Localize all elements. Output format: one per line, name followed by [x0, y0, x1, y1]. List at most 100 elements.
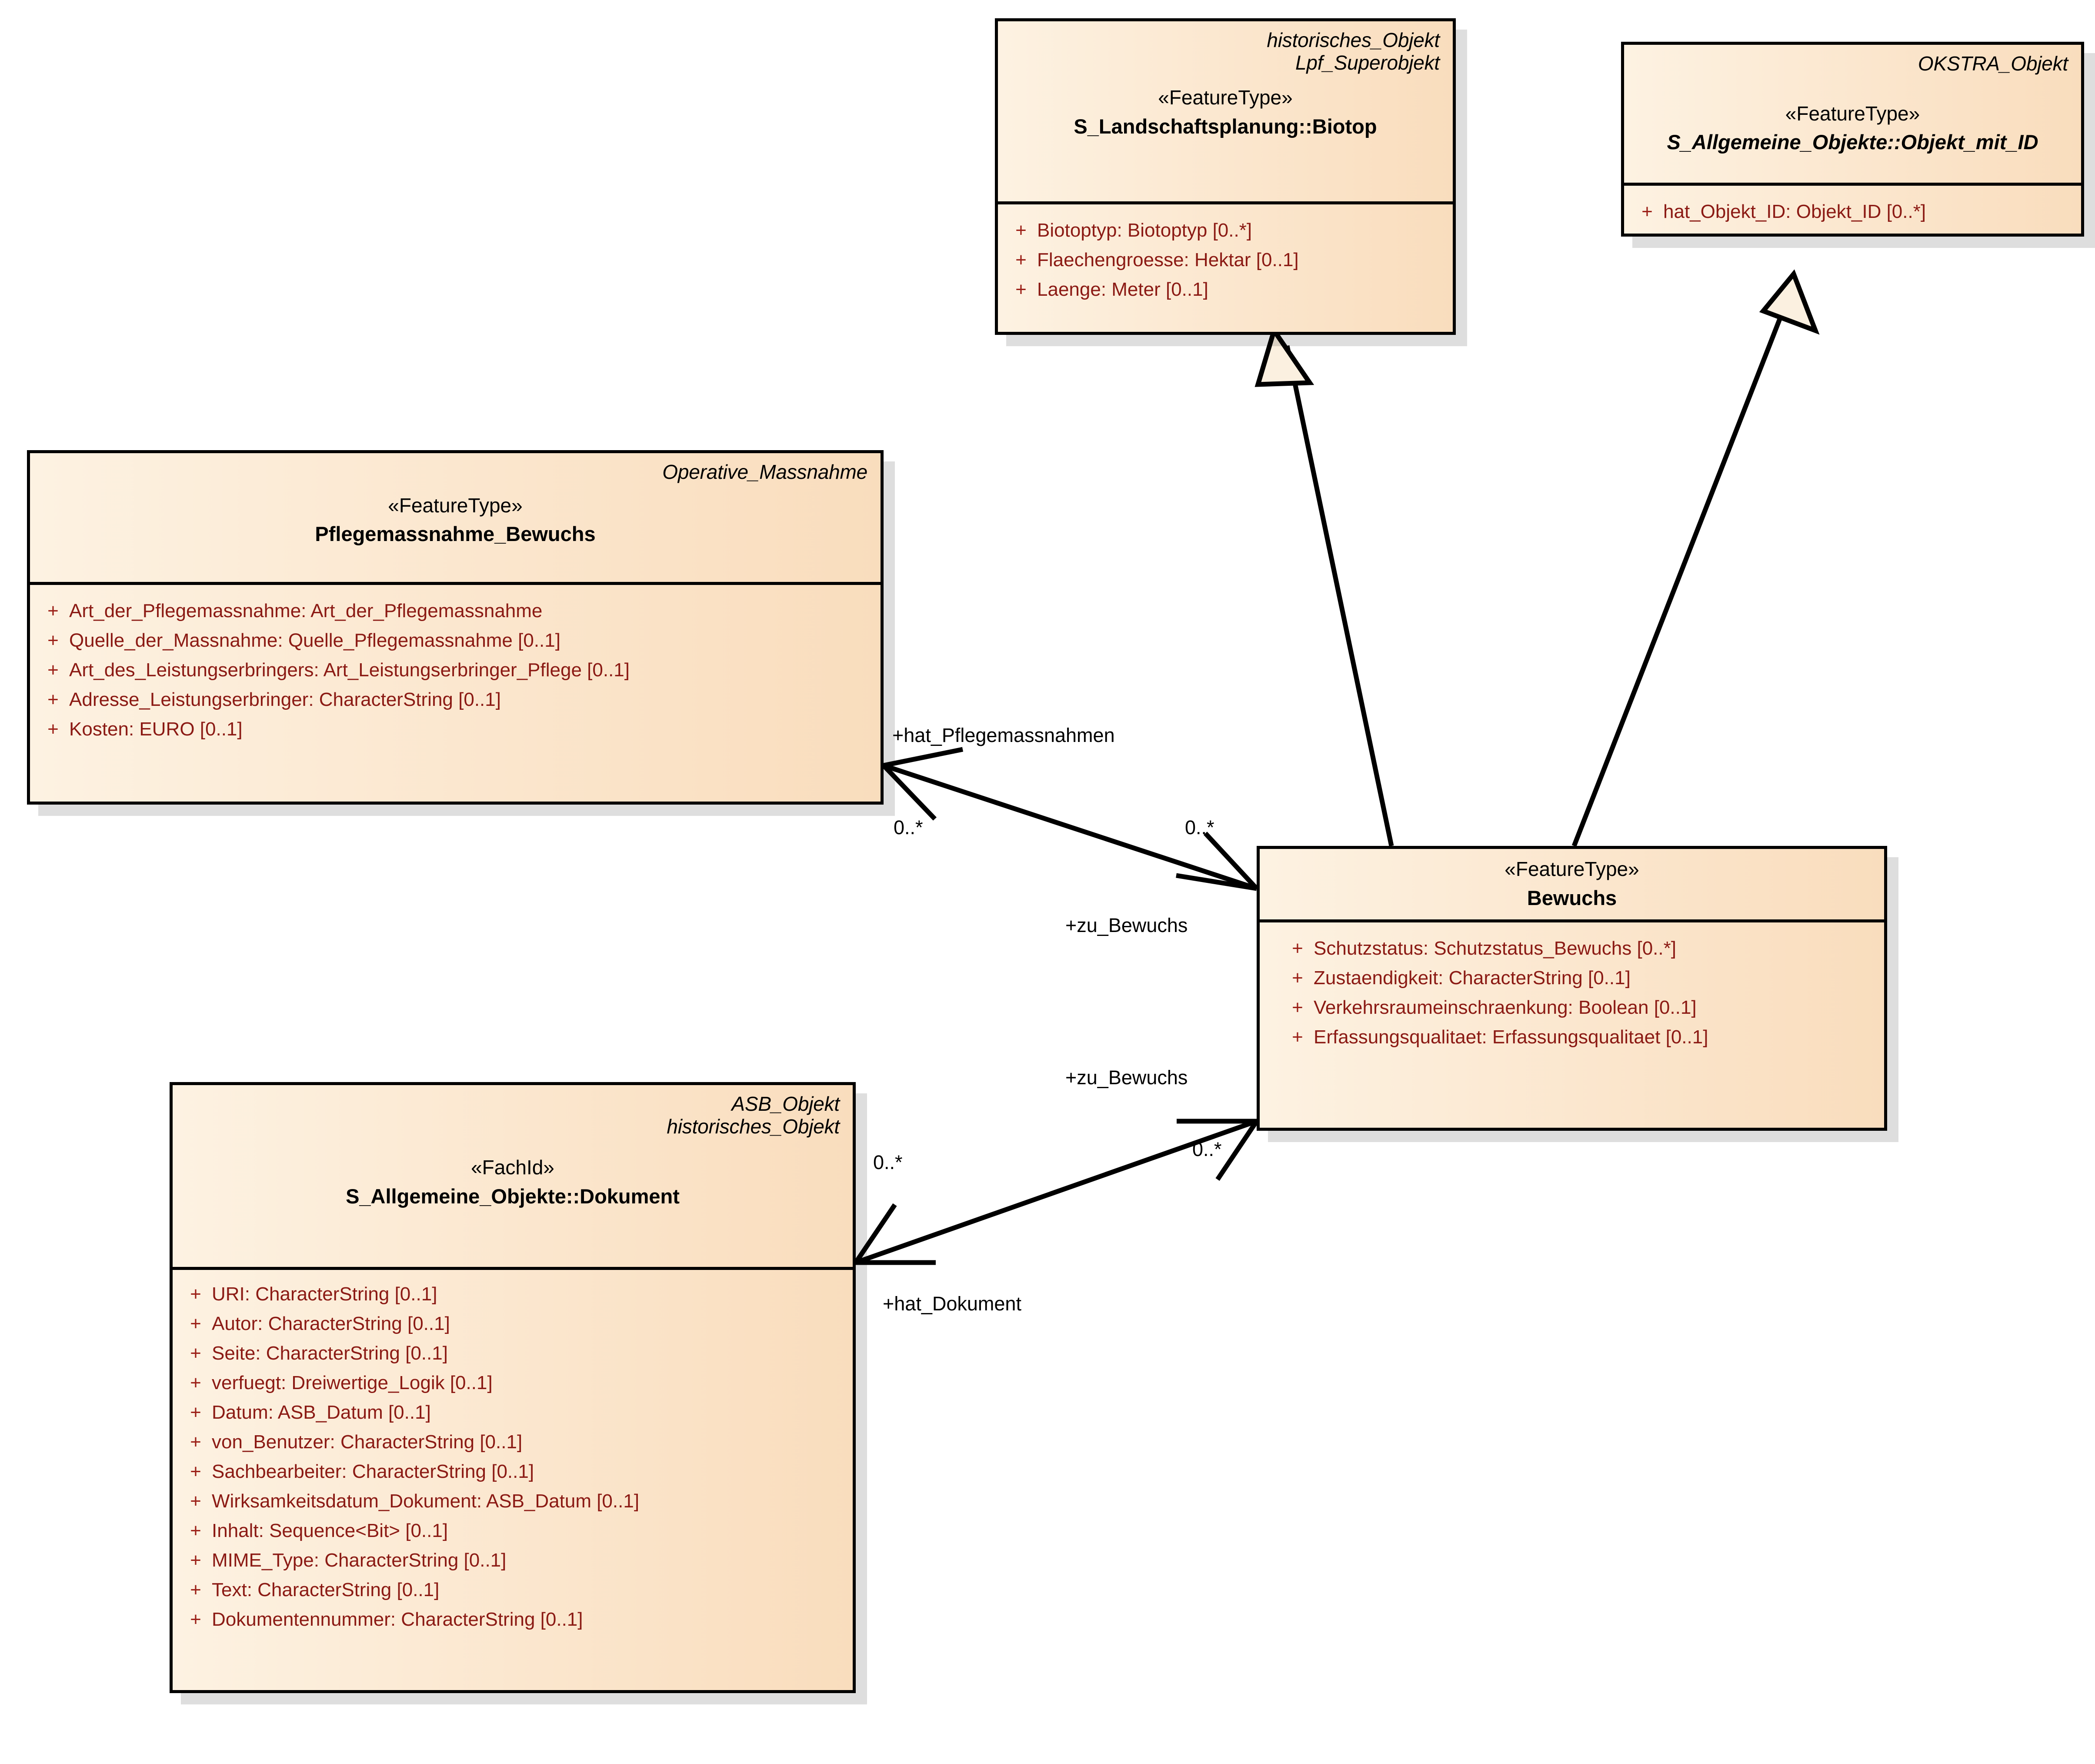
attribute-compartment-pflegemassnahme: + Art_der_Pflegemassnahme: Art_der_Pfleg… [30, 582, 881, 802]
attribute-row[interactable]: + von_Benutzer: CharacterString [0..1] [180, 1427, 846, 1457]
attribute-row[interactable]: + Quelle_der_Massnahme: Quelle_Pflegemas… [37, 626, 874, 655]
visibility-marker: + [1292, 967, 1303, 989]
attribute-label: Art_des_Leistungserbringers: Art_Leistun… [69, 659, 630, 681]
class-box-dokument[interactable]: ASB_Objekt historisches_Objekt «FachId» … [170, 1082, 856, 1693]
class-title-block-objekt-mit-id: «FeatureType» S_Allgemeine_Objekte::Obje… [1637, 101, 2068, 156]
attribute-row[interactable]: + Art_des_Leistungserbringers: Art_Leist… [37, 655, 874, 685]
generalization-bewuchs-to-objekt-mit-id[interactable] [1571, 269, 1820, 847]
tagged-values-biotop: historisches_Objekt Lpf_Superobjekt [1011, 29, 1440, 74]
tagged-values-objekt-mit-id: OKSTRA_Objekt [1637, 52, 2068, 75]
attribute-label: Laenge: Meter [0..1] [1037, 279, 1208, 300]
attribute-row[interactable]: + Art_der_Pflegemassnahme: Art_der_Pfleg… [37, 596, 874, 626]
visibility-marker: + [1015, 220, 1027, 241]
visibility-marker: + [190, 1343, 201, 1364]
attribute-label: von_Benutzer: CharacterString [0..1] [212, 1431, 523, 1453]
attribute-label: Autor: CharacterString [0..1] [212, 1313, 450, 1334]
attribute-row[interactable]: + Autor: CharacterString [0..1] [180, 1309, 846, 1339]
attribute-label: Kosten: EURO [0..1] [69, 718, 243, 740]
attribute-row[interactable]: + Biotoptyp: Biotoptyp [0..*] [1005, 216, 1446, 245]
attribute-label: Erfassungsqualitaet: Erfassungsqualitaet… [1314, 1026, 1708, 1048]
class-name-label: S_Allgemeine_Objekte::Dokument [346, 1184, 680, 1208]
visibility-marker: + [1292, 938, 1303, 959]
generalization-bewuchs-to-biotop[interactable] [1254, 325, 1394, 847]
attribute-label: verfuegt: Dreiwertige_Logik [0..1] [212, 1372, 493, 1393]
class-title-block-dokument: «FachId» S_Allgemeine_Objekte::Dokument [186, 1155, 840, 1209]
role-label-zu-bewuchs-pflege: +zu_Bewuchs [1065, 914, 1188, 936]
multiplicity-bewuchs-end-pflege: 0..* [1185, 816, 1214, 839]
attribute-label: Flaechengroesse: Hektar [0..1] [1037, 249, 1299, 271]
tagged-values-dokument: ASB_Objekt historisches_Objekt [186, 1092, 840, 1138]
attribute-row[interactable]: + Inhalt: Sequence<Bit> [0..1] [180, 1516, 846, 1546]
class-box-bewuchs[interactable]: «FeatureType» Bewuchs + Schutzstatus: Sc… [1257, 846, 1887, 1131]
attribute-label: Biotoptyp: Biotoptyp [0..*] [1037, 220, 1252, 241]
attribute-compartment-bewuchs: + Schutzstatus: Schutzstatus_Bewuchs [0.… [1260, 919, 1884, 1128]
tag-okstra-objekt: OKSTRA_Objekt [1918, 52, 2068, 75]
class-header-pflegemassnahme: Operative_Massnahme «FeatureType» Pflege… [30, 453, 881, 582]
visibility-marker: + [1015, 279, 1027, 300]
attribute-row[interactable]: + verfuegt: Dreiwertige_Logik [0..1] [180, 1368, 846, 1398]
attribute-row[interactable]: + Dokumentennummer: CharacterString [0..… [180, 1605, 846, 1634]
attribute-label: Art_der_Pflegemassnahme: Art_der_Pflegem… [69, 600, 543, 621]
tag-lpf-superobjekt: Lpf_Superobjekt [1295, 51, 1440, 74]
visibility-marker: + [1015, 249, 1027, 271]
visibility-marker: + [47, 659, 59, 681]
attribute-row[interactable]: + Adresse_Leistungserbringer: CharacterS… [37, 685, 874, 715]
class-title-block-pflegemassnahme: «FeatureType» Pflegemassnahme_Bewuchs [43, 493, 867, 548]
class-box-biotop[interactable]: historisches_Objekt Lpf_Superobjekt «Fea… [995, 18, 1456, 335]
role-label-hat-dokument: +hat_Dokument [883, 1293, 1021, 1315]
attribute-row[interactable]: + Schutzstatus: Schutzstatus_Bewuchs [0.… [1281, 934, 1877, 963]
attribute-label: Quelle_der_Massnahme: Quelle_Pflegemassn… [69, 630, 560, 651]
visibility-marker: + [190, 1431, 201, 1453]
attribute-row[interactable]: + Laenge: Meter [0..1] [1005, 275, 1446, 304]
attribute-row[interactable]: + Wirksamkeitsdatum_Dokument: ASB_Datum … [180, 1487, 846, 1516]
attribute-label: URI: CharacterString [0..1] [212, 1283, 437, 1305]
stereotype-label: «FeatureType» [1785, 102, 1920, 125]
multiplicity-dokument-end: 0..* [873, 1151, 903, 1173]
stereotype-label: «FeatureType» [388, 494, 523, 517]
attribute-compartment-objekt-mit-id: + hat_Objekt_ID: Objekt_ID [0..*] [1624, 183, 2081, 234]
class-box-objekt-mit-id[interactable]: OKSTRA_Objekt «FeatureType» S_Allgemeine… [1621, 42, 2084, 237]
visibility-marker: + [1292, 997, 1303, 1018]
visibility-marker: + [47, 600, 59, 621]
role-label-zu-bewuchs-dokument: +zu_Bewuchs [1065, 1066, 1188, 1089]
class-box-pflegemassnahme-bewuchs[interactable]: Operative_Massnahme «FeatureType» Pflege… [27, 450, 884, 805]
attribute-row[interactable]: + Zustaendigkeit: CharacterString [0..1] [1281, 963, 1877, 993]
tag-operative-massnahme: Operative_Massnahme [662, 461, 867, 483]
attribute-row[interactable]: + hat_Objekt_ID: Objekt_ID [0..*] [1631, 197, 2074, 227]
attribute-row[interactable]: + MIME_Type: CharacterString [0..1] [180, 1546, 846, 1575]
attribute-label: Seite: CharacterString [0..1] [212, 1343, 448, 1364]
visibility-marker: + [190, 1313, 201, 1334]
attribute-row[interactable]: + Kosten: EURO [0..1] [37, 715, 874, 744]
attribute-row[interactable]: + Erfassungsqualitaet: Erfassungsqualita… [1281, 1022, 1877, 1052]
class-header-bewuchs: «FeatureType» Bewuchs [1260, 849, 1884, 919]
tag-historisches-objekt: historisches_Objekt [1267, 29, 1440, 51]
attribute-row[interactable]: + Datum: ASB_Datum [0..1] [180, 1398, 846, 1427]
class-title-block-biotop: «FeatureType» S_Landschaftsplanung::Biot… [1011, 85, 1440, 140]
attribute-label: Wirksamkeitsdatum_Dokument: ASB_Datum [0… [212, 1490, 640, 1512]
visibility-marker: + [190, 1283, 201, 1305]
class-header-objekt-mit-id: OKSTRA_Objekt «FeatureType» S_Allgemeine… [1624, 45, 2081, 183]
stereotype-label: «FachId» [471, 1156, 554, 1179]
attribute-label: hat_Objekt_ID: Objekt_ID [0..*] [1663, 201, 1926, 222]
class-header-biotop: historisches_Objekt Lpf_Superobjekt «Fea… [998, 21, 1453, 201]
attribute-row[interactable]: + URI: CharacterString [0..1] [180, 1280, 846, 1309]
class-name-label: Bewuchs [1527, 886, 1617, 909]
role-label-hat-pflegemassnahmen: +hat_Pflegemassnahmen [892, 724, 1115, 746]
visibility-marker: + [190, 1609, 201, 1630]
visibility-marker: + [47, 630, 59, 651]
attribute-label: Text: CharacterString [0..1] [212, 1579, 440, 1600]
visibility-marker: + [190, 1550, 201, 1571]
attribute-row[interactable]: + Seite: CharacterString [0..1] [180, 1339, 846, 1368]
visibility-marker: + [47, 718, 59, 740]
attribute-label: Adresse_Leistungserbringer: CharacterStr… [69, 689, 501, 710]
attribute-row[interactable]: + Text: CharacterString [0..1] [180, 1575, 846, 1605]
visibility-marker: + [190, 1402, 201, 1423]
stereotype-label: «FeatureType» [1158, 86, 1293, 109]
visibility-marker: + [190, 1372, 201, 1393]
attribute-row[interactable]: + Flaechengroesse: Hektar [0..1] [1005, 245, 1446, 275]
attribute-row[interactable]: + Verkehrsraumeinschraenkung: Boolean [0… [1281, 993, 1877, 1022]
class-header-dokument: ASB_Objekt historisches_Objekt «FachId» … [173, 1085, 853, 1267]
attribute-row[interactable]: + Sachbearbeiter: CharacterString [0..1] [180, 1457, 846, 1487]
attribute-compartment-dokument: + URI: CharacterString [0..1] + Autor: C… [173, 1267, 853, 1690]
